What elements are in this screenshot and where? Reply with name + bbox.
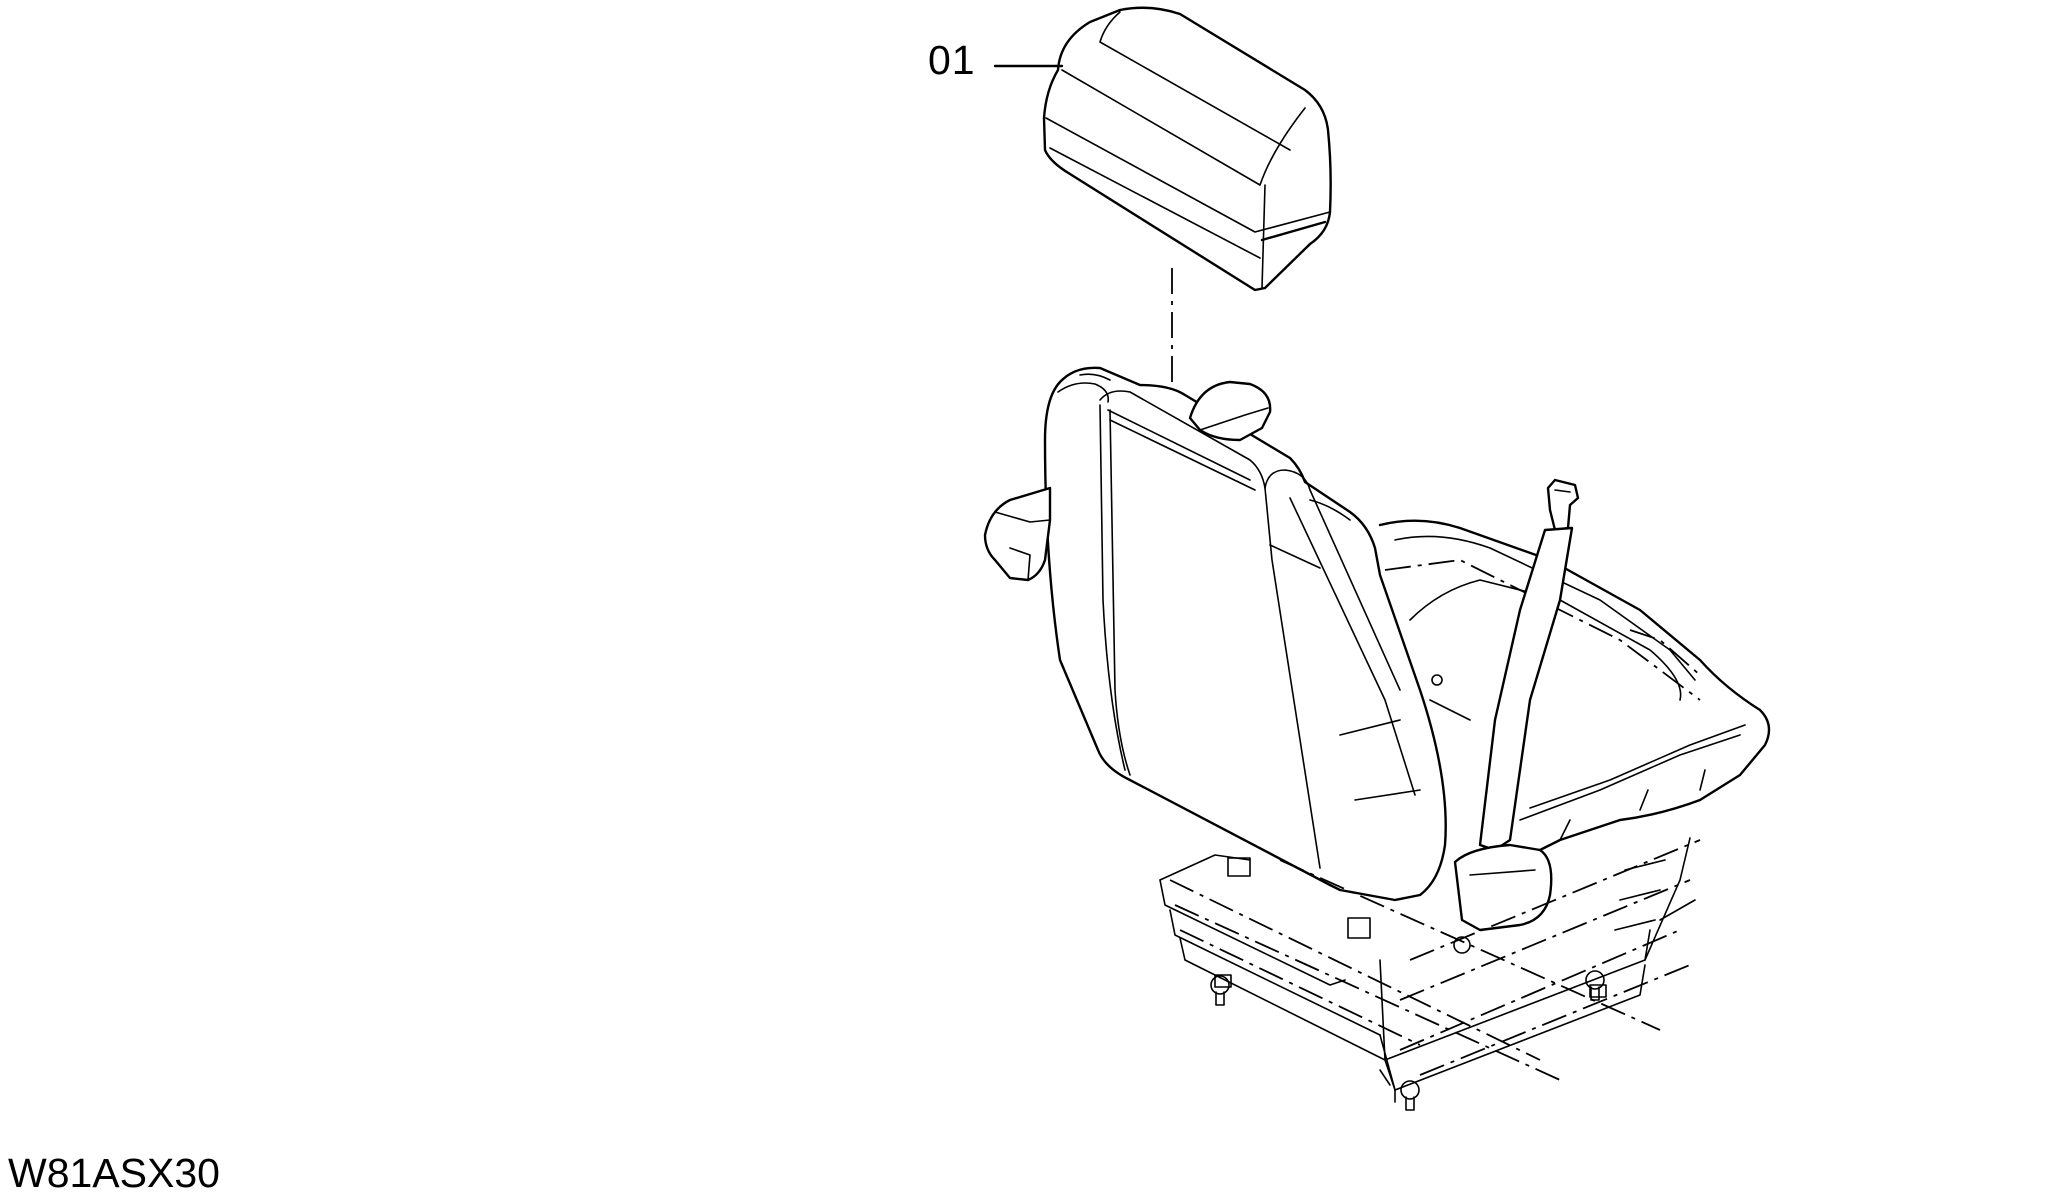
seat-belt xyxy=(1453,478,1580,954)
callout-label-01: 01 xyxy=(928,37,976,83)
armrest xyxy=(983,380,1272,582)
drawing-code: W81ASX30 xyxy=(8,1150,220,1196)
headrest-part xyxy=(1042,6,1332,292)
seat-backrest xyxy=(1043,366,1447,902)
suspension-base xyxy=(1159,837,1701,1111)
